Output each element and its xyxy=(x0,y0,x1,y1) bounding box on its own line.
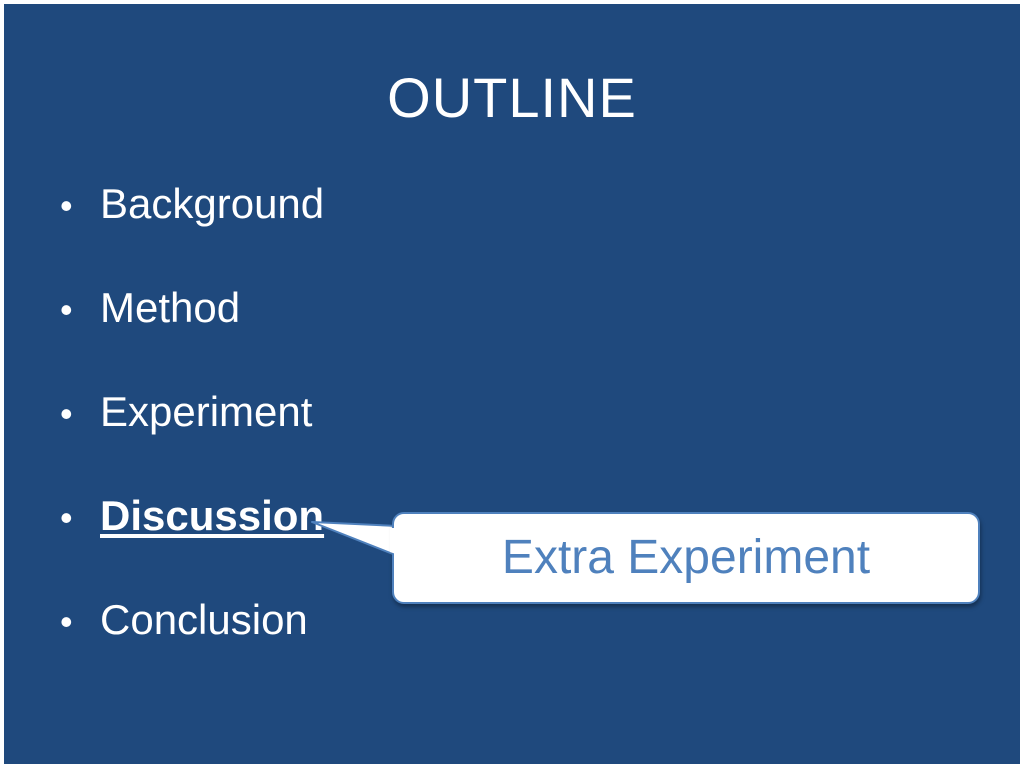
outline-item-label: Background xyxy=(100,180,325,227)
slide-title: OUTLINE xyxy=(387,66,637,129)
bullet-icon: • xyxy=(60,497,73,538)
callout-joint-cover xyxy=(390,528,396,554)
outline-item-experiment: • Experiment xyxy=(60,384,312,440)
outline-item-method: • Method xyxy=(60,280,240,336)
callout-pointer-joint xyxy=(390,528,396,554)
outline-item-label: Conclusion xyxy=(100,596,308,643)
outline-item-label: Method xyxy=(100,284,241,331)
bullet-icon: • xyxy=(60,289,73,330)
outline-item-label: Experiment xyxy=(100,388,313,435)
bullet-icon: • xyxy=(60,393,73,434)
bullet-icon: • xyxy=(60,185,73,226)
outline-item-label-current: Discussion xyxy=(100,492,325,539)
bullet-icon: • xyxy=(60,601,73,642)
slide: OUTLINE •Background •Method •Experiment … xyxy=(4,4,1020,764)
callout-text: Extra Experiment xyxy=(501,531,871,584)
outline-item-conclusion: • Conclusion xyxy=(60,592,308,648)
outline-item-discussion: • Discussion xyxy=(60,488,324,544)
outline-item-background: • Background xyxy=(60,176,324,232)
callout-box: Extra Experiment xyxy=(392,512,980,604)
